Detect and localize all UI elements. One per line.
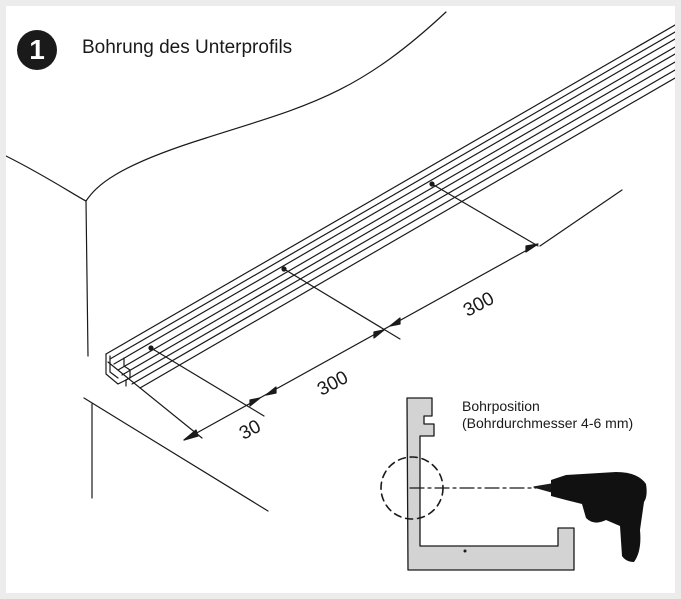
drill-mark-2 [281,266,287,272]
dimension-line [183,243,539,441]
wall-outline [6,11,447,202]
bore-callout-detail: (Bohrdurchmesser 4-6 mm) [462,415,634,431]
cabinet-top-edge [83,397,269,512]
step-number-badge: 1 [17,30,57,70]
bore-callout: Bohrposition (Bohrdurchmesser 4-6 mm) [462,398,633,432]
installation-drawing [6,11,675,571]
drill-icon [533,472,647,562]
profile-cross-section [406,397,575,571]
diagram: 1 Bohrung des Unterprofils 30 300 300 Bo… [6,6,675,593]
dimension-extension-lines [107,183,623,439]
drill-mark-1 [148,345,154,351]
step-title: Bohrung des Unterprofils [82,37,293,58]
wall-vertical-edge [85,200,89,357]
profile-rail [105,24,675,389]
drill-mark-3 [429,181,435,187]
bore-callout-label: Bohrposition [462,398,540,414]
